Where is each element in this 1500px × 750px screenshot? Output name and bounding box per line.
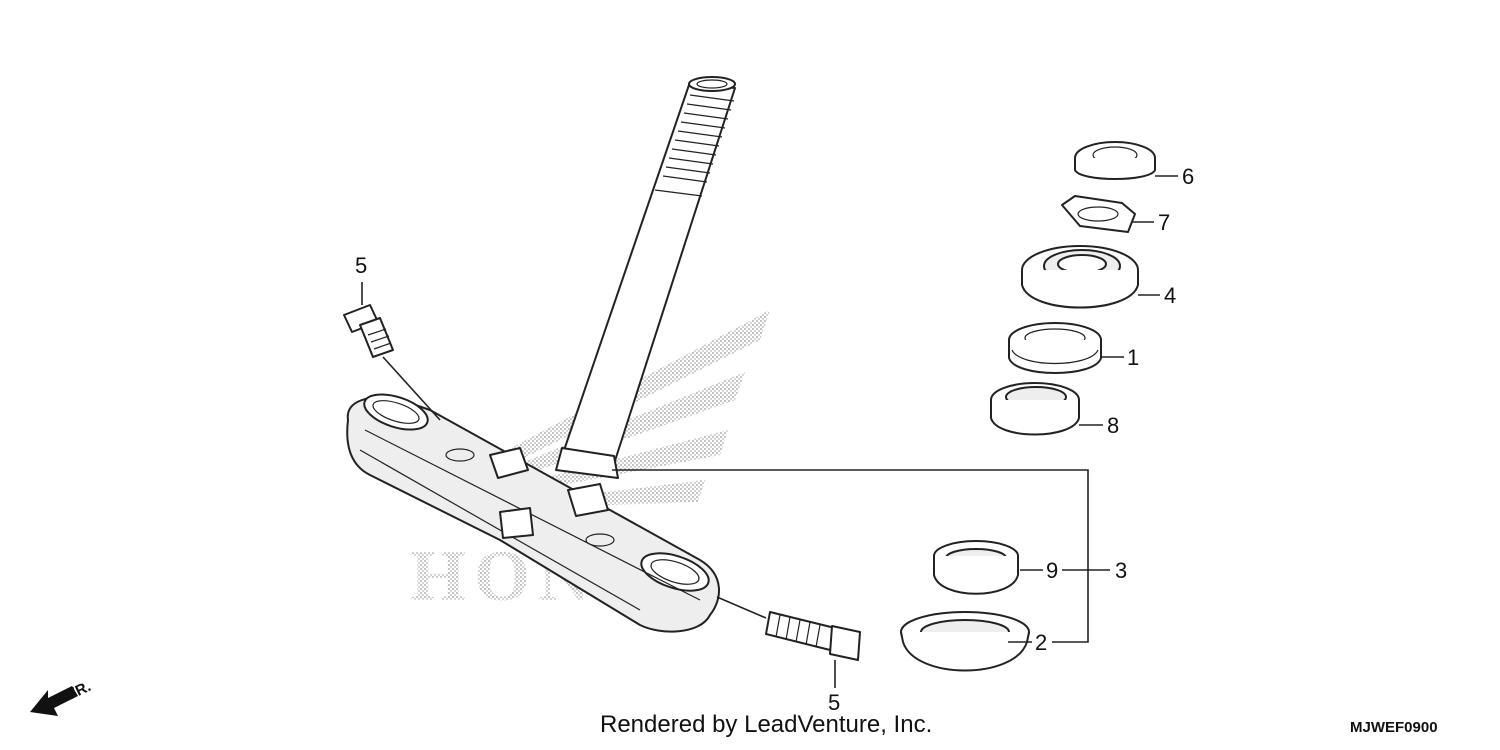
- callout-6: 6: [1182, 164, 1194, 189]
- callout-7: 7: [1158, 210, 1170, 235]
- callout-9: 9: [1046, 558, 1058, 583]
- part-1-race: [1008, 322, 1124, 374]
- callout-4: 4: [1164, 283, 1176, 308]
- bolt-bottom: [716, 596, 861, 688]
- bolt-top: [343, 282, 441, 421]
- diagram-code: MJWEF0900: [1350, 719, 1438, 736]
- lower-triple-clamp: [346, 393, 720, 633]
- callout-8: 8: [1107, 413, 1119, 438]
- part-2-race: [900, 611, 1032, 672]
- part-6-lock-nut: [1074, 141, 1178, 180]
- callout-5-bottom: 5: [828, 690, 840, 715]
- callout-1: 1: [1127, 345, 1139, 370]
- footer-credit: Rendered by LeadVenture, Inc.: [600, 711, 932, 738]
- part-9-dust-seal: [933, 540, 1043, 595]
- part-8-bearing: [990, 382, 1103, 436]
- callout-5-top: 5: [355, 253, 367, 278]
- callout-2: 2: [1035, 630, 1047, 655]
- part-4-bearing: [1021, 245, 1160, 309]
- callout-3: 3: [1115, 558, 1127, 583]
- front-label: FR.: [65, 678, 94, 704]
- front-arrow-icon: [30, 686, 78, 716]
- part-7-lock-washer: [1061, 195, 1154, 233]
- leader-3-bracket: [612, 469, 1089, 643]
